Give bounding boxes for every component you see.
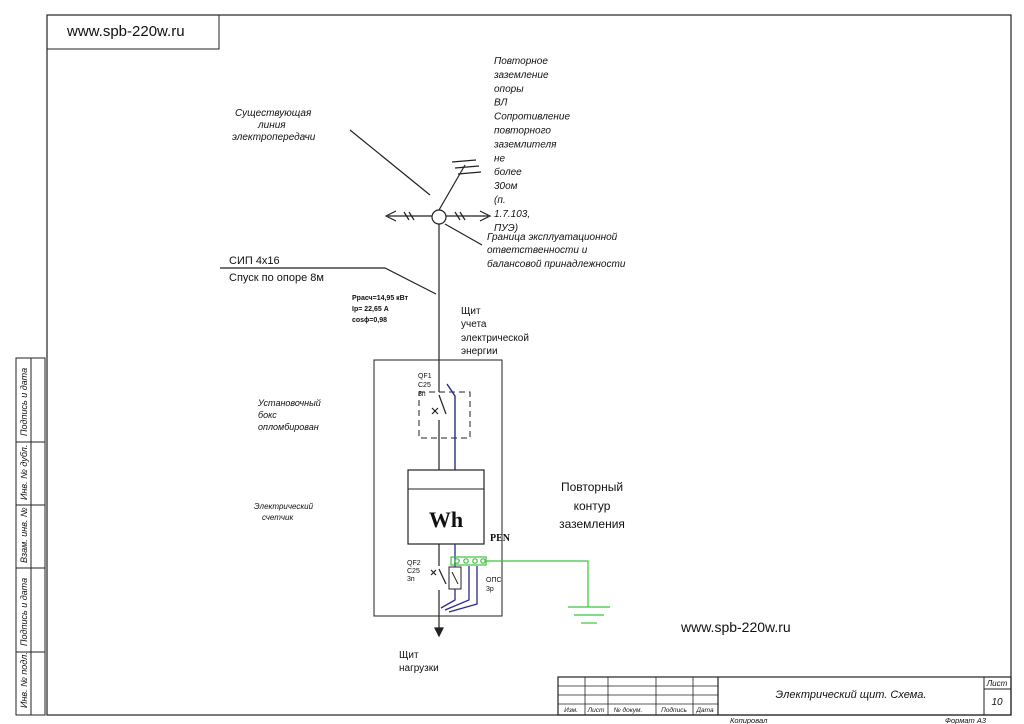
svg-text:Существующая: Существующая bbox=[235, 108, 312, 119]
svg-text:ответственности и: ответственности и bbox=[487, 245, 588, 256]
svg-text:3п: 3п bbox=[407, 576, 415, 583]
site-url: www.spb-220w.ru bbox=[66, 23, 185, 40]
side-stamp-label: Подпись и дата bbox=[19, 368, 29, 436]
side-stamp-label: Взам. инв. № bbox=[19, 507, 29, 563]
svg-text:Электрический: Электрический bbox=[254, 502, 314, 511]
svg-text:Щит: Щит bbox=[461, 306, 481, 317]
regrounding-line: опоры bbox=[494, 84, 524, 95]
regrounding-line: не bbox=[494, 153, 506, 164]
pen-bus bbox=[450, 556, 610, 624]
svg-text:C25: C25 bbox=[407, 568, 420, 575]
regrounding-line: заземлителя bbox=[493, 139, 557, 150]
svg-text:бокс: бокс bbox=[258, 410, 277, 420]
svg-text:Iр= 22,65 А: Iр= 22,65 А bbox=[352, 306, 389, 313]
svg-text:3р: 3р bbox=[486, 586, 494, 593]
svg-text:электропередачи: электропередачи bbox=[232, 132, 316, 143]
svg-text:Подпись: Подпись bbox=[661, 706, 687, 714]
regrounding-line: ВЛ bbox=[494, 98, 507, 109]
cable-type-label: СИП 4х16 bbox=[229, 255, 280, 267]
annotation-install-box: Установочный бокс опломбирован bbox=[257, 398, 321, 432]
sheet-label: Лист bbox=[986, 679, 1008, 688]
overhead-line bbox=[220, 129, 492, 360]
drawing-frame bbox=[46, 14, 1012, 716]
svg-text:линия: линия bbox=[257, 120, 286, 131]
pen-label: PEN bbox=[490, 533, 511, 544]
svg-text:QF1: QF1 bbox=[418, 373, 432, 380]
svg-text:Ррасч=14,95 кВт: Ррасч=14,95 кВт bbox=[352, 295, 409, 302]
svg-text:заземления: заземления bbox=[559, 517, 625, 531]
label-qf1: QF1 C25 3п bbox=[418, 373, 432, 398]
side-stamp-label: Инв. № подл. bbox=[19, 652, 29, 708]
svg-text:опломбирован: опломбирован bbox=[258, 422, 319, 432]
breaker-qf1 bbox=[431, 360, 447, 470]
svg-text:cosϕ=0,98: cosϕ=0,98 bbox=[352, 317, 387, 324]
side-stamp: Подпись и дата Инв. № дубл. Взам. инв. №… bbox=[15, 357, 46, 716]
metering-panel bbox=[373, 359, 503, 617]
svg-text:контур: контур bbox=[574, 499, 611, 513]
regrounding-line: 1.7.103, bbox=[494, 209, 530, 220]
regrounding-line: Сопротивление bbox=[494, 112, 570, 123]
regrounding-line: (п. bbox=[494, 195, 506, 206]
regrounding-line: заземление bbox=[493, 70, 549, 81]
svg-text:Установочный: Установочный bbox=[257, 398, 321, 408]
svg-text:QF2: QF2 bbox=[407, 560, 421, 567]
annotation-ground-loop: Повторный контур заземления bbox=[559, 480, 625, 531]
side-stamp-label: Подпись и дата bbox=[19, 578, 29, 646]
annotation-panel-title: Щит учета электрической энергии bbox=[461, 306, 529, 357]
svg-text:счетчик: счетчик bbox=[262, 513, 294, 522]
svg-text:Граница эксплуатационной: Граница эксплуатационной bbox=[487, 232, 618, 243]
regrounding-line: ПУЭ) bbox=[494, 223, 518, 234]
regrounding-line: Повторное bbox=[494, 56, 548, 67]
annotation-boundary: Граница эксплуатационной ответственности… bbox=[487, 232, 626, 270]
title-block-columns: Изм. Лист № докум. Подпись Дата bbox=[564, 706, 714, 714]
svg-text:ОПС: ОПС bbox=[486, 577, 502, 584]
svg-text:3п: 3п bbox=[418, 391, 426, 398]
phase-conductor bbox=[446, 383, 456, 470]
svg-text:Повторный: Повторный bbox=[561, 480, 623, 494]
label-qf2: QF2 C25 3п bbox=[407, 560, 421, 583]
label-ops: ОПС 3р bbox=[486, 577, 502, 593]
drawing-title: Электрический щит. Схема. bbox=[776, 689, 927, 701]
cable-descent-label: Спуск по опоре 8м bbox=[229, 272, 324, 284]
svg-text:балансовой принадлежности: балансовой принадлежности bbox=[487, 258, 626, 270]
svg-text:энергии: энергии bbox=[461, 346, 498, 357]
title-block bbox=[557, 676, 1012, 716]
regrounding-line: 30ом bbox=[494, 181, 518, 192]
svg-text:C25: C25 bbox=[418, 382, 431, 389]
svg-text:Изм.: Изм. bbox=[564, 707, 578, 714]
regrounding-line: повторного bbox=[494, 126, 551, 137]
side-stamp-label: Инв. № дубл. bbox=[19, 445, 29, 500]
sheet-number: 10 bbox=[991, 697, 1003, 708]
svg-text:Лист: Лист bbox=[587, 707, 605, 714]
calc-params: Ррасч=14,95 кВт Iр= 22,65 А cosϕ=0,98 bbox=[352, 295, 409, 324]
svg-text:электрической: электрической bbox=[461, 333, 529, 344]
svg-text:учета: учета bbox=[461, 319, 487, 330]
svg-text:№ докум.: № докум. bbox=[614, 706, 643, 714]
footer-url: www.spb-220w.ru bbox=[680, 619, 791, 635]
annotation-meter: Электрический счетчик bbox=[254, 502, 314, 522]
breaker-qf2 bbox=[430, 544, 447, 638]
annotation-load-panel: Щит нагрузки bbox=[399, 650, 439, 674]
annotation-existing-line: Существующая линия электропередачи bbox=[232, 108, 316, 143]
svg-text:нагрузки: нагрузки bbox=[399, 663, 439, 674]
neutral-conductors bbox=[440, 544, 478, 613]
format-label: Формат А3 bbox=[945, 716, 987, 724]
electric-meter bbox=[407, 469, 485, 545]
regrounding-line: более bbox=[494, 166, 522, 178]
svg-text:Дата: Дата bbox=[695, 707, 714, 714]
svg-text:Щит: Щит bbox=[399, 650, 419, 661]
copied-by-label: Копировал bbox=[730, 716, 768, 724]
meter-symbol: Wh bbox=[429, 507, 463, 532]
sealed-box bbox=[418, 391, 471, 439]
url-box bbox=[46, 14, 220, 50]
